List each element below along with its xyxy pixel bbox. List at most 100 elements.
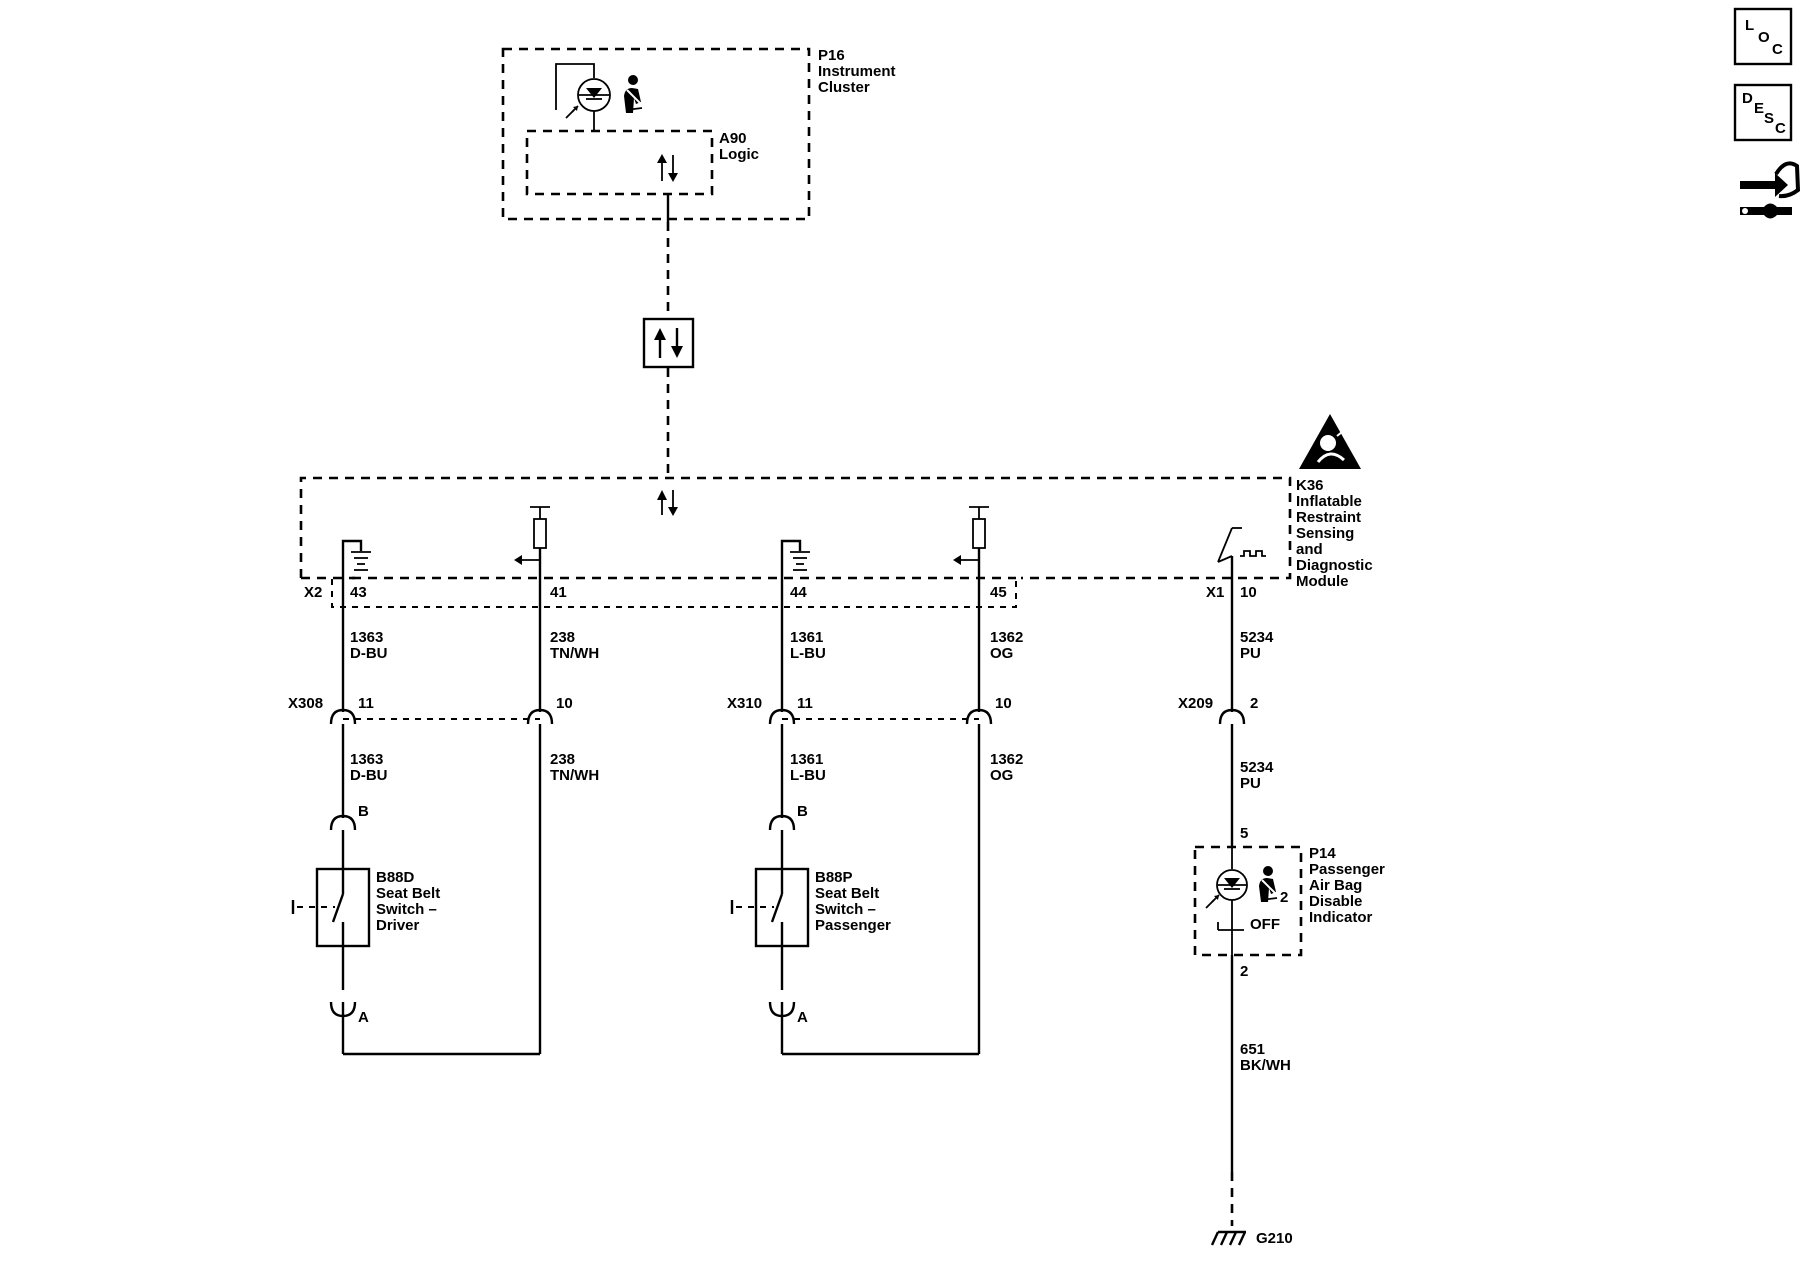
- k36-ref: K36: [1296, 477, 1324, 494]
- x310-connector-label: X310: [727, 695, 762, 712]
- wire-5234-color-lower: PU: [1240, 775, 1261, 792]
- location-icon[interactable]: L O C: [1733, 7, 1793, 66]
- x2-pin-43: 43: [350, 584, 367, 601]
- b88p-pin-b-terminal: [768, 814, 796, 831]
- p14-pin-5: 5: [1240, 825, 1248, 842]
- seatbelt-person-icon: [624, 75, 643, 113]
- desc-icon-letter-s: S: [1764, 110, 1774, 127]
- wire-238-circuit-lower: 238: [550, 751, 575, 768]
- x310-pin-11-terminal: [768, 708, 796, 725]
- p14-pin-2: 2: [1240, 963, 1248, 980]
- wire-651-color: BK/WH: [1240, 1057, 1291, 1074]
- wire-651-circuit: 651: [1240, 1041, 1265, 1058]
- data-arrows-icon: [657, 154, 678, 182]
- indicator-lamp-icon: [1205, 847, 1248, 955]
- desc-icon-letter-e: E: [1754, 100, 1764, 117]
- ground-symbol-icon: [341, 539, 371, 578]
- b88d-ref: B88D: [376, 869, 415, 886]
- wire-5234-circuit: 5234: [1240, 629, 1274, 646]
- x209-pin-2-terminal: [1218, 708, 1246, 725]
- wire-1361-color: L-BU: [790, 645, 826, 662]
- low-side-driver-icon: [1217, 527, 1266, 578]
- x2-pin-41: 41: [550, 584, 567, 601]
- p14-name-line3: Disable: [1309, 893, 1362, 910]
- x310-pin-11: 11: [797, 695, 813, 712]
- p16-instrument-cluster: P16 Instrument Cluster A90 Logic: [501, 47, 896, 221]
- wire-1361-color-lower: L-BU: [790, 767, 826, 784]
- x308-connector-label: X308: [288, 695, 323, 712]
- ground-symbol-icon: [780, 539, 810, 578]
- x209-connector-label: X209: [1178, 695, 1213, 712]
- desc-icon-letter-d: D: [1742, 90, 1753, 107]
- p14-name-line2: Air Bag: [1309, 877, 1362, 894]
- loc-icon-letter-l: L: [1745, 17, 1754, 34]
- loc-icon-letter-c: C: [1772, 41, 1783, 58]
- description-icon[interactable]: D E S C: [1733, 83, 1793, 142]
- ground-g210-label: G210: [1256, 1230, 1293, 1247]
- x1-connector-label: X1: [1206, 584, 1224, 601]
- p16-ref: P16: [818, 47, 845, 64]
- b88d-pin-b: B: [358, 803, 369, 820]
- p14-inner-mark-2: 2: [1280, 889, 1288, 906]
- k36-name-line4: and: [1296, 541, 1323, 558]
- b88p-ref: B88P: [815, 869, 853, 886]
- wire-1363-color-lower: D-BU: [350, 767, 388, 784]
- wire-1362-color: OG: [990, 645, 1013, 662]
- b88d-pin-a-terminal: [329, 1001, 357, 1018]
- x308-pin-10-terminal: [526, 708, 554, 725]
- wire-5234-color: PU: [1240, 645, 1261, 662]
- p16-name-line2: Cluster: [818, 79, 870, 96]
- x308-pin-11: 11: [358, 695, 374, 712]
- x310-pin-10-terminal: [965, 708, 993, 725]
- x308-pin-11-terminal: [329, 708, 357, 725]
- b88p-pin-a: A: [797, 1009, 808, 1026]
- pullup-resistor-icon: [953, 506, 989, 578]
- airbag-indicator-circuit: [1193, 578, 1303, 1246]
- wire-238-circuit: 238: [550, 629, 575, 646]
- desc-icon-letter-c: C: [1775, 120, 1786, 137]
- x2-pin-45: 45: [990, 584, 1007, 601]
- driver-seatbelt-circuit: [291, 578, 554, 1056]
- pullup-resistor-icon: [514, 506, 550, 578]
- x1-pin-10: 10: [1240, 584, 1257, 601]
- chassis-ground-icon: [1210, 1230, 1247, 1246]
- p14-name-line4: Indicator: [1309, 909, 1373, 926]
- k36-name-line3: Sensing: [1296, 525, 1354, 542]
- k36-name-line2: Restraint: [1296, 509, 1361, 526]
- b88p-name-line1: Seat Belt: [815, 885, 879, 902]
- serial-data-arrows-icon: [654, 328, 683, 358]
- wire-1362-circuit: 1362: [990, 629, 1023, 646]
- x310-pin-10: 10: [995, 695, 1012, 712]
- b88d-name-line1: Seat Belt: [376, 885, 440, 902]
- k36-data-arrows-icon: [657, 490, 678, 516]
- a90-ref: A90: [719, 130, 747, 147]
- wire-1363-circuit-lower: 1363: [350, 751, 383, 768]
- switch-contact-icon: [730, 869, 784, 946]
- x209-pin-2: 2: [1250, 695, 1258, 712]
- k36-module: K36 Inflatable Restraint Sensing and Dia…: [299, 414, 1373, 608]
- k36-name-line1: Inflatable: [1296, 493, 1362, 510]
- k36-name-line6: Module: [1296, 573, 1349, 590]
- x2-connector-label: X2: [304, 584, 322, 601]
- p14-state-off: OFF: [1250, 916, 1280, 933]
- wire-238-color-lower: TN/WH: [550, 767, 599, 784]
- wire-1363-color: D-BU: [350, 645, 388, 662]
- wire-5234-circuit-lower: 5234: [1240, 759, 1274, 776]
- wire-1363-circuit: 1363: [350, 629, 383, 646]
- b88d-pin-b-terminal: [329, 814, 357, 831]
- airbag-person-icon: [1259, 866, 1278, 902]
- p16-name-line1: Instrument: [818, 63, 896, 80]
- b88d-pin-a: A: [358, 1009, 369, 1026]
- wire-1361-circuit: 1361: [790, 629, 823, 646]
- p14-ref: P14: [1309, 845, 1336, 862]
- wire-1362-color-lower: OG: [990, 767, 1013, 784]
- b88d-name-line3: Driver: [376, 917, 420, 934]
- wire-238-color: TN/WH: [550, 645, 599, 662]
- x308-pin-10: 10: [556, 695, 573, 712]
- repair-hand-wrench-icon[interactable]: [1740, 161, 1800, 219]
- a90-name: Logic: [719, 146, 759, 163]
- b88p-pin-a-terminal: [768, 1001, 796, 1018]
- switch-contact-icon: [291, 869, 345, 946]
- seatbelt-lamp-icon: [555, 63, 611, 131]
